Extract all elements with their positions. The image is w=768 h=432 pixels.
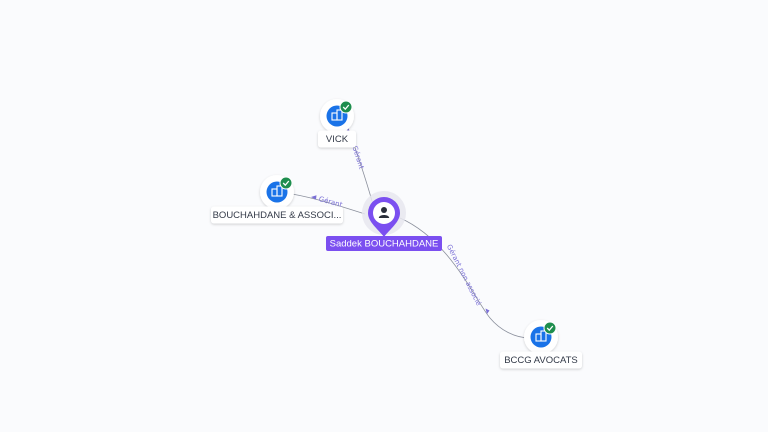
verified-check-icon: [543, 321, 557, 335]
company-label-vick: VICK: [326, 134, 349, 145]
person-node[interactable]: Saddek BOUCHAHDANE: [326, 191, 442, 251]
verified-check-icon: [279, 176, 293, 190]
company-label-bccg: BCCG AVOCATS: [504, 355, 578, 366]
company-node-bouchahdane[interactable]: BOUCHAHDANE & ASSOCI...: [211, 175, 343, 224]
edge-label-bccg: Gérant non associé: [445, 243, 483, 307]
company-node-vick[interactable]: VICK: [318, 99, 356, 148]
person-icon: [378, 207, 390, 218]
company-node-bccg[interactable]: BCCG AVOCATS: [500, 320, 582, 369]
company-label-bouchahdane: BOUCHAHDANE & ASSOCI...: [213, 210, 342, 221]
verified-check-icon: [339, 100, 353, 114]
person-name-label: Saddek BOUCHAHDANE: [330, 239, 439, 250]
edge-label-vick: Gérant: [350, 145, 365, 171]
